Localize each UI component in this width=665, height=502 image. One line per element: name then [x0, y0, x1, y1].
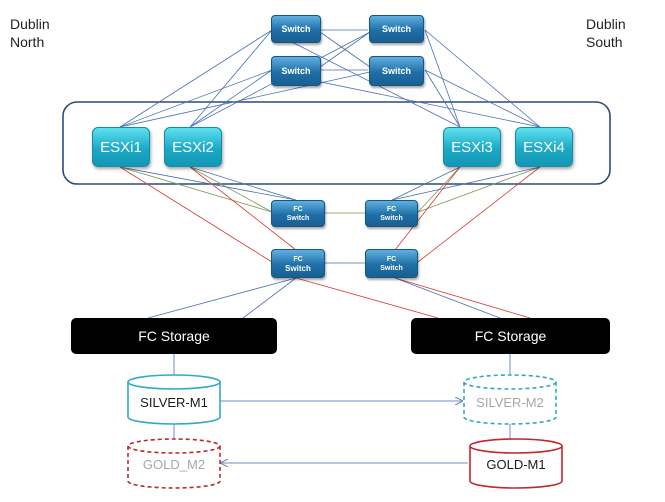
- site-label-north: Dublin North: [10, 15, 50, 51]
- volume-label-gold-m1: GOLD-M1: [486, 457, 546, 472]
- storage-volume-links: [173, 354, 511, 440]
- fc-crosslinks: [119, 166, 541, 319]
- host-label: ESXi2: [172, 138, 214, 156]
- esxi-cluster-boundary: [62, 101, 611, 185]
- network-switch-label: Switch: [381, 66, 411, 76]
- fc-switch-north-a[interactable]: FC Switch: [271, 200, 325, 227]
- fc-switch-line2: Switch: [380, 214, 403, 222]
- fc-fabric-a-links: [119, 166, 541, 214]
- fc-storage-north[interactable]: FC Storage: [71, 318, 277, 354]
- network-switch-south-top[interactable]: Switch: [369, 15, 424, 43]
- silver-m1-cylinder: [127, 374, 221, 425]
- fc-fabric-b-links: [119, 166, 541, 319]
- fc-switch-line1: FC: [386, 205, 397, 213]
- fc-switch-line1: FC: [386, 255, 397, 263]
- site-label-south-line1: Dublin: [586, 16, 626, 32]
- fc-switch-line2: Switch: [380, 264, 403, 272]
- host-esxi3[interactable]: ESXi3: [443, 127, 501, 167]
- host-label: ESXi3: [451, 138, 493, 156]
- fc-switch-line1: FC: [293, 255, 303, 263]
- network-switch-label: Switch: [381, 24, 411, 34]
- silver-m2-cylinder: [463, 374, 557, 425]
- network-switch-label: Switch: [281, 66, 311, 76]
- storage-label: FC Storage: [474, 328, 547, 344]
- gold-m1-cylinder: [469, 438, 563, 489]
- fc-switch-line1: FC: [293, 205, 303, 213]
- site-label-south-line2: South: [586, 34, 623, 50]
- storage-label: FC Storage: [138, 328, 210, 344]
- host-label: ESXi4: [523, 138, 565, 156]
- site-label-north-line1: Dublin: [10, 16, 50, 32]
- network-switch-north-bottom[interactable]: Switch: [271, 56, 321, 86]
- ethernet-links: [119, 29, 541, 128]
- network-switch-north-top[interactable]: Switch: [271, 15, 321, 43]
- volume-label-gold-m2: GOLD_M2: [142, 457, 206, 472]
- fc-switch-line2: Switch: [285, 263, 311, 273]
- fc-switch-south-a[interactable]: FC Switch: [365, 200, 418, 227]
- gold-m2-cylinder: [127, 438, 221, 489]
- network-switch-label: Switch: [281, 24, 311, 34]
- volume-label-silver-m1: SILVER-M1: [140, 395, 208, 410]
- fc-switch-south-b[interactable]: FC Switch: [365, 249, 418, 278]
- host-label: ESXi1: [100, 138, 142, 156]
- fc-switch-north-b[interactable]: FC Switch: [271, 249, 325, 278]
- fc-switch-line2: Switch: [286, 214, 310, 222]
- host-esxi2[interactable]: ESXi2: [164, 127, 222, 167]
- host-esxi1[interactable]: ESXi1: [92, 127, 150, 167]
- network-switch-south-bottom[interactable]: Switch: [369, 56, 424, 86]
- fc-storage-south[interactable]: FC Storage: [411, 318, 610, 354]
- site-label-north-line2: North: [10, 34, 45, 50]
- site-label-south: Dublin South: [586, 15, 626, 51]
- volume-label-silver-m2: SILVER-M2: [476, 395, 544, 410]
- host-esxi4[interactable]: ESXi4: [515, 127, 573, 167]
